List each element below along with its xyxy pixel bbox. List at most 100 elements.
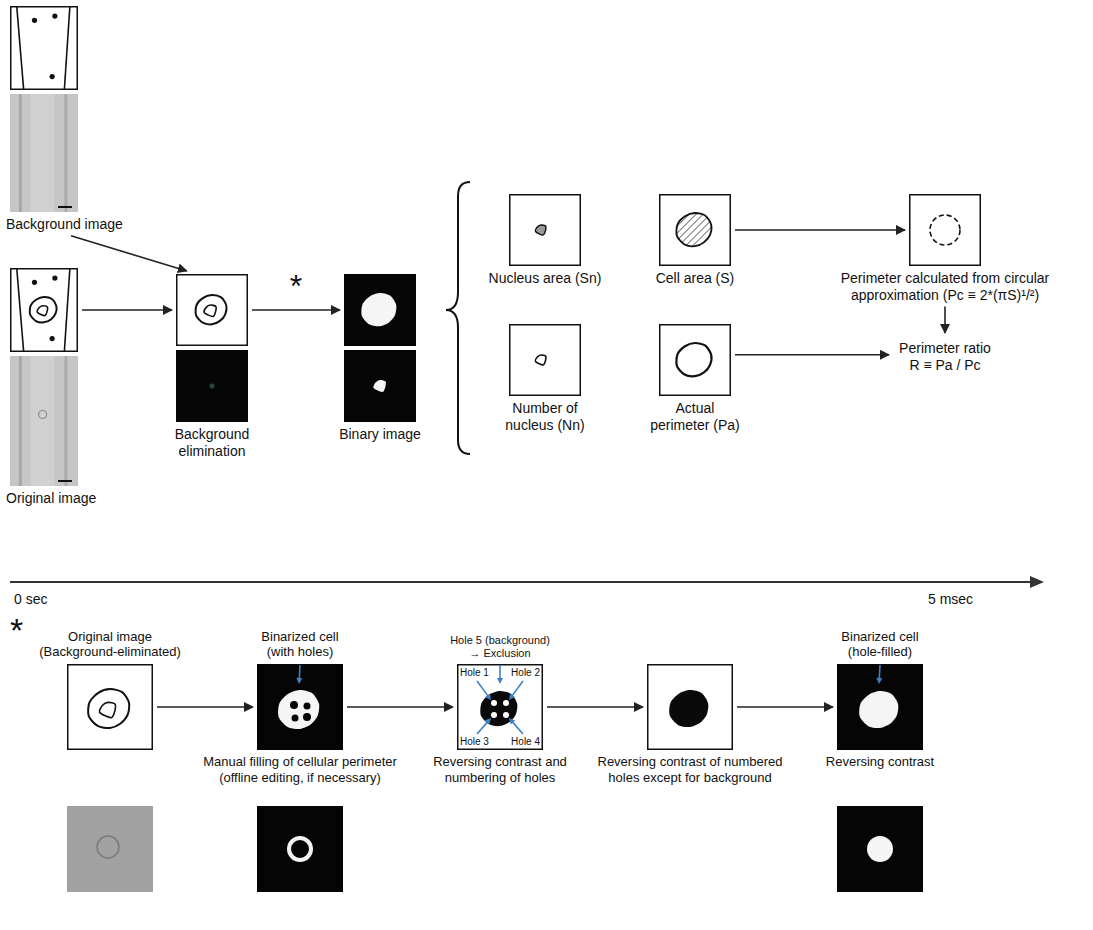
channel-shadow	[19, 356, 22, 486]
panel-caption: Manual filling of cellular perimeter (of…	[185, 754, 415, 785]
binary-filled-cell	[867, 836, 893, 862]
circle-approx-box: Perimeter calculated from circular appro…	[815, 190, 1075, 304]
binary-panels: Binary image	[330, 270, 430, 443]
binary-cell	[278, 690, 319, 729]
channel-wall	[64, 269, 69, 351]
asterisk-mark: *	[290, 270, 302, 302]
panel-frame	[458, 665, 543, 750]
time-label: 0 sec	[14, 592, 47, 607]
flow-arrow	[347, 706, 453, 708]
asterisk-mark: *	[10, 612, 23, 649]
flow-arrow	[71, 236, 187, 271]
micrograph-photo	[67, 806, 153, 892]
panel-heading: Binarized cell (with holes)	[250, 629, 350, 660]
hole-label: Hole 1	[459, 667, 490, 678]
cell-line-panel	[659, 324, 731, 396]
panel-image	[67, 664, 153, 750]
panel-caption: Reversing contrast	[805, 754, 955, 770]
panel-heading: Binarized cell (hole-filled)	[830, 629, 930, 660]
panel-image	[10, 94, 78, 212]
photo-bg-panel	[10, 94, 78, 212]
pointer-arrowhead	[485, 693, 491, 700]
panel-image	[659, 324, 731, 396]
debris-dot	[50, 74, 55, 79]
cell-outline	[30, 297, 57, 322]
hole-label: Hole 4	[510, 736, 541, 747]
panel-caption: Perimeter calculated from circular appro…	[815, 270, 1075, 304]
cell-outline	[88, 689, 129, 728]
pointer-arrow	[512, 681, 523, 696]
approx-circle	[930, 215, 960, 245]
dark-image	[176, 350, 248, 422]
schem-elim-panel	[176, 274, 248, 346]
panel-image	[10, 268, 78, 352]
b-orig-panel	[67, 664, 153, 750]
panel-image	[257, 664, 343, 750]
panel-image	[909, 194, 981, 266]
panel-image	[344, 350, 416, 422]
pointer-arrow	[477, 722, 488, 734]
channel-shadow	[64, 356, 67, 486]
cell-hole	[491, 700, 497, 706]
panel-caption: Background elimination	[162, 426, 262, 460]
debris-dot	[52, 13, 57, 18]
panel-image	[10, 6, 78, 90]
panel-image	[457, 664, 543, 750]
binary-photo	[257, 806, 343, 892]
cell-hole	[303, 713, 311, 721]
nucleus-area	[535, 225, 546, 235]
channel-light	[30, 356, 54, 486]
channel-shadow	[64, 94, 67, 212]
cell-hole	[503, 712, 509, 718]
pointer-arrowhead	[509, 718, 515, 724]
channel-light	[30, 94, 54, 212]
panel-frame	[68, 665, 153, 750]
panel-image	[10, 356, 78, 486]
original-image-panels: Original image	[6, 264, 136, 507]
binary-cell	[480, 691, 517, 726]
pointer-arrow	[298, 665, 300, 679]
panel-caption: Actual perimeter (Pa)	[645, 400, 745, 434]
cell-hole	[304, 703, 311, 710]
panel-image	[837, 664, 923, 750]
cell-hatch-panel	[659, 194, 731, 266]
nucleus-outline	[99, 702, 115, 717]
measure-box: Cell area (S)	[630, 190, 760, 287]
channel-wall	[17, 7, 24, 89]
panel-caption: Reversing contrast and numbering of hole…	[425, 754, 575, 785]
panel-caption: Perimeter ratio R ≡ Pa / Pc	[893, 340, 997, 374]
faint-cell	[210, 384, 215, 389]
panel-frame	[11, 7, 78, 90]
bin-nuc-panel	[344, 350, 416, 422]
panel-caption: Reversing contrast of numbered holes exc…	[595, 754, 785, 785]
b-white-panel	[837, 664, 923, 750]
panel-frame	[660, 325, 731, 396]
flow-arrow	[737, 706, 833, 708]
panel-frame	[910, 195, 981, 266]
pointer-arrow	[878, 665, 880, 679]
step-panel: Hole 5 (background) → ExclusionHole 1Hol…	[420, 620, 580, 785]
binary-ground	[344, 350, 416, 422]
flow-arrow	[735, 354, 889, 356]
step-panel: Original image (Background-eliminated)	[30, 620, 190, 750]
cell-outline	[196, 295, 227, 324]
panel-image	[509, 324, 581, 396]
background-image-panels: Background image	[6, 2, 136, 233]
pointer-arrow	[477, 681, 488, 696]
pointer-arrow	[499, 665, 501, 679]
nuc-line-panel	[509, 324, 581, 396]
cell-perimeter	[676, 343, 711, 376]
schem-orig-panel	[10, 268, 78, 352]
debris-dot	[50, 336, 55, 341]
flow-arrow	[157, 706, 253, 708]
panel-caption: Nucleus area (Sn)	[480, 270, 610, 287]
panel-image	[344, 274, 416, 346]
pointer-arrowhead	[497, 678, 503, 684]
panel-caption: Background image	[6, 216, 136, 233]
circle-dash-panel	[909, 194, 981, 266]
nucleus-outline	[535, 355, 546, 365]
photo-ground	[10, 356, 78, 486]
binary-ground	[837, 664, 923, 750]
